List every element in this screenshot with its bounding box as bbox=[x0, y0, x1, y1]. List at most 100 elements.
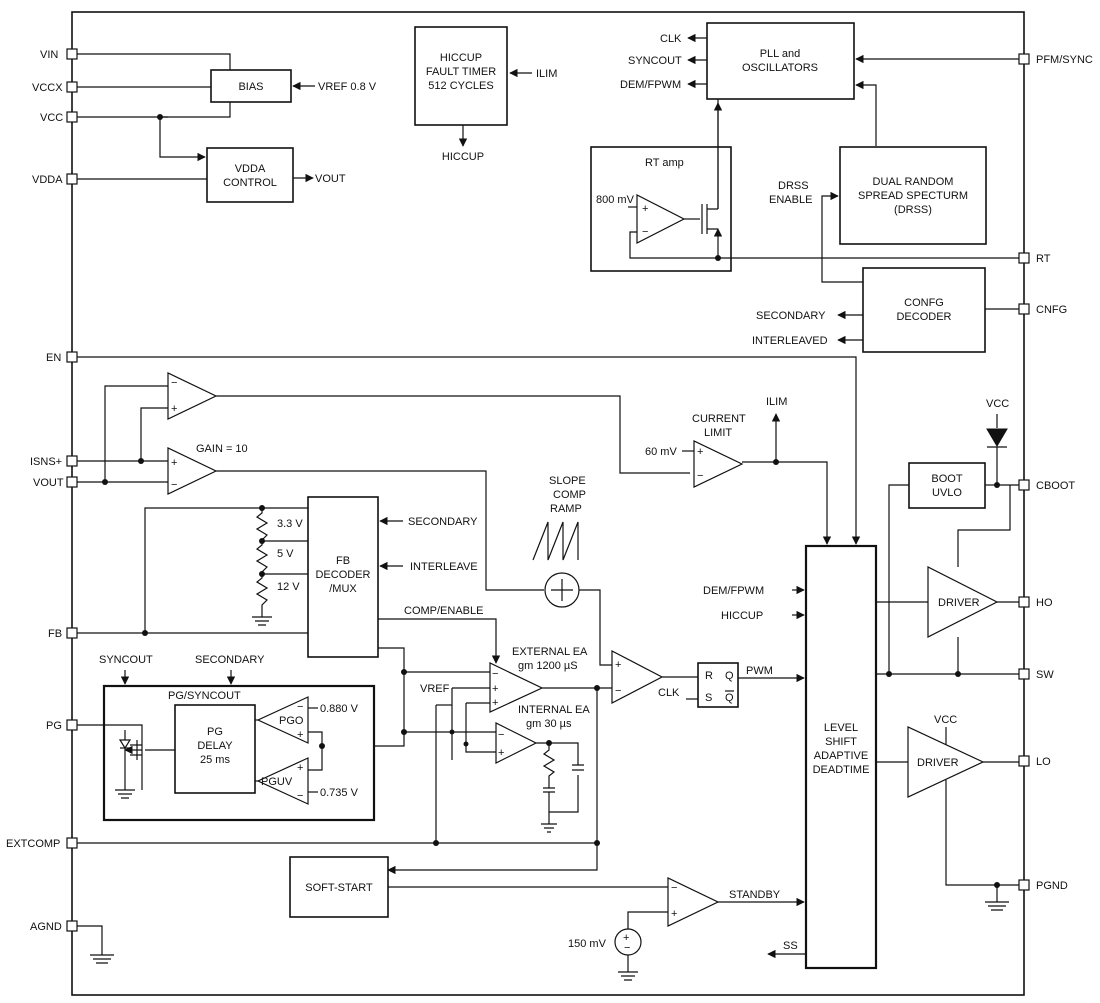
current-limit-line1: CURRENT bbox=[692, 413, 746, 425]
ext-ea-line2: gm 1200 µS bbox=[518, 660, 578, 672]
fb-line1: FB bbox=[336, 555, 350, 567]
comp-enable-label: COMP/ENABLE bbox=[404, 605, 483, 617]
pin-rt-label: RT bbox=[1036, 253, 1051, 265]
pin-pfm-sync bbox=[1018, 53, 1030, 65]
pg-delay-block bbox=[174, 704, 256, 794]
pin-sw bbox=[1018, 668, 1030, 680]
pin-ho bbox=[1018, 596, 1030, 608]
driver-hi-label: DRIVER bbox=[938, 597, 980, 609]
gain-minus: − bbox=[171, 479, 177, 491]
fb-secondary-label: SECONDARY bbox=[408, 516, 478, 528]
pin-ho-label: HO bbox=[1036, 597, 1053, 609]
boot-diode-icon bbox=[986, 428, 1008, 447]
v12-label: 12 V bbox=[277, 581, 300, 593]
pin-vdda bbox=[66, 173, 78, 185]
config-decoder-block bbox=[862, 267, 986, 353]
src-minus: − bbox=[624, 942, 630, 954]
pwm-comp bbox=[611, 650, 664, 704]
pin-pg-label: PG bbox=[46, 720, 62, 732]
ff-s: S bbox=[705, 692, 712, 704]
en-line bbox=[77, 356, 861, 545]
pin-vcc bbox=[66, 111, 78, 123]
pin-extcomp-label: EXTCOMP bbox=[6, 838, 60, 850]
pin-isns bbox=[66, 455, 78, 467]
fb-interleave-label: INTERLEAVE bbox=[410, 561, 478, 573]
pguv-ref-label: 0.735 V bbox=[320, 787, 359, 799]
pin-fb-label: FB bbox=[48, 628, 62, 640]
pg-delay-line3: 25 ms bbox=[200, 754, 230, 766]
agnd-ground bbox=[77, 925, 114, 964]
pin-en bbox=[66, 351, 78, 363]
slope-comp-section: SLOPE COMP RAMP bbox=[532, 475, 612, 666]
ff-r: R bbox=[705, 670, 713, 682]
cl-minus: − bbox=[697, 470, 703, 482]
config-line2: DECODER bbox=[896, 311, 951, 323]
dem-fpwm-label: DEM/FPWM bbox=[620, 79, 681, 91]
pguv-label: PGUV bbox=[261, 776, 293, 788]
error-amp-section: EXTERNAL EA gm 1200 µS − + + VREF INTERN… bbox=[77, 646, 612, 875]
drss-enable-line2: ENABLE bbox=[769, 194, 812, 206]
gain-amp bbox=[167, 447, 218, 495]
ff-qb: Q bbox=[725, 692, 734, 704]
pin-sw-label: SW bbox=[1036, 669, 1054, 681]
eea-minus: − bbox=[492, 668, 498, 680]
slope-line3: RAMP bbox=[550, 503, 582, 515]
left-pins: VIN VCCX VCC VDDA EN ISNS+ VOUT FB PG EX… bbox=[6, 48, 78, 933]
mv60-label: 60 mV bbox=[645, 446, 677, 458]
pin-pgnd bbox=[1018, 879, 1030, 891]
rt-opamp bbox=[636, 194, 686, 244]
mv150-label: 150 mV bbox=[568, 938, 607, 950]
ramp-icon bbox=[532, 521, 579, 561]
pin-vdda-label: VDDA bbox=[32, 174, 63, 186]
ss-label: SS bbox=[783, 940, 798, 952]
hiccup-section: HICCUP FAULT TIMER 512 CYCLES ILIM HICCU… bbox=[414, 26, 557, 163]
pin-cnfg bbox=[1018, 303, 1030, 315]
fb-line3: /MUX bbox=[329, 583, 357, 595]
pg-section: SYNCOUT SECONDARY PG/SYNCOUT PG DELAY 25… bbox=[77, 654, 376, 822]
pin-vccx-label: VCCX bbox=[32, 82, 63, 94]
ff-q: Q bbox=[725, 670, 734, 682]
hiccup-line2: FAULT TIMER bbox=[426, 66, 496, 78]
pg-delay-line2: DELAY bbox=[197, 740, 233, 752]
driver-section: VCC BOOT UVLO DRIVER VCC DRIVER bbox=[876, 398, 1019, 911]
mv800-label: 800 mV bbox=[596, 194, 635, 206]
ls-line2: SHIFT bbox=[825, 736, 857, 748]
pin-cnfg-label: CNFG bbox=[1036, 304, 1067, 316]
syncout-top-label: SYNCOUT bbox=[99, 654, 153, 666]
hiccup-timer-block bbox=[414, 26, 508, 126]
pin-extcomp bbox=[66, 837, 78, 849]
drss-line2: SPREAD SPECTURM bbox=[858, 190, 968, 202]
pll-section: PLL and OSCILLATORS CLK SYNCOUT DEM/FPWM… bbox=[590, 22, 1019, 353]
gain-plus: + bbox=[171, 457, 177, 469]
current-limit-comp bbox=[693, 440, 744, 488]
hiccup-line3: 512 CYCLES bbox=[428, 80, 493, 92]
pin-vout bbox=[66, 476, 78, 488]
pin-pgnd-label: PGND bbox=[1036, 880, 1068, 892]
secondary-cfg-label: SECONDARY bbox=[756, 310, 826, 322]
pll-line1: PLL and bbox=[760, 48, 801, 60]
ls-line4: DEADTIME bbox=[813, 764, 870, 776]
boot-uvlo-line2: UVLO bbox=[932, 487, 962, 499]
hiccup-in-label: HICCUP bbox=[721, 610, 763, 622]
ic-border bbox=[71, 11, 1025, 996]
vref-bias-label: VREF 0.8 V bbox=[318, 81, 377, 93]
pwm-section: + − R S Q Q CLK PWM DEM/FPWM HICCUP bbox=[611, 585, 805, 708]
internal-ea bbox=[495, 722, 538, 764]
cs-comp-top bbox=[167, 372, 218, 420]
pwm-label: PWM bbox=[746, 665, 773, 677]
hiccup-out-label: HICCUP bbox=[442, 151, 484, 163]
bias-label: BIAS bbox=[238, 81, 263, 93]
pwm-plus: + bbox=[615, 659, 621, 671]
pin-isns-label: ISNS+ bbox=[30, 456, 62, 468]
slope-line2: COMP bbox=[553, 489, 586, 501]
pin-lo-label: LO bbox=[1036, 756, 1051, 768]
bias-block bbox=[210, 69, 292, 103]
softstart-section: SOFT-START − + STANDBY + − 150 mV SS bbox=[289, 856, 806, 981]
driver-lo-label: DRIVER bbox=[917, 757, 959, 769]
pgo-label: PGO bbox=[279, 715, 304, 727]
pguv-comp bbox=[256, 757, 309, 805]
pwm-minus: − bbox=[615, 685, 621, 697]
clk-ff-label: CLK bbox=[658, 687, 680, 699]
ls-line3: ADAPTIVE bbox=[814, 750, 868, 762]
sr-flipflop bbox=[697, 662, 739, 708]
